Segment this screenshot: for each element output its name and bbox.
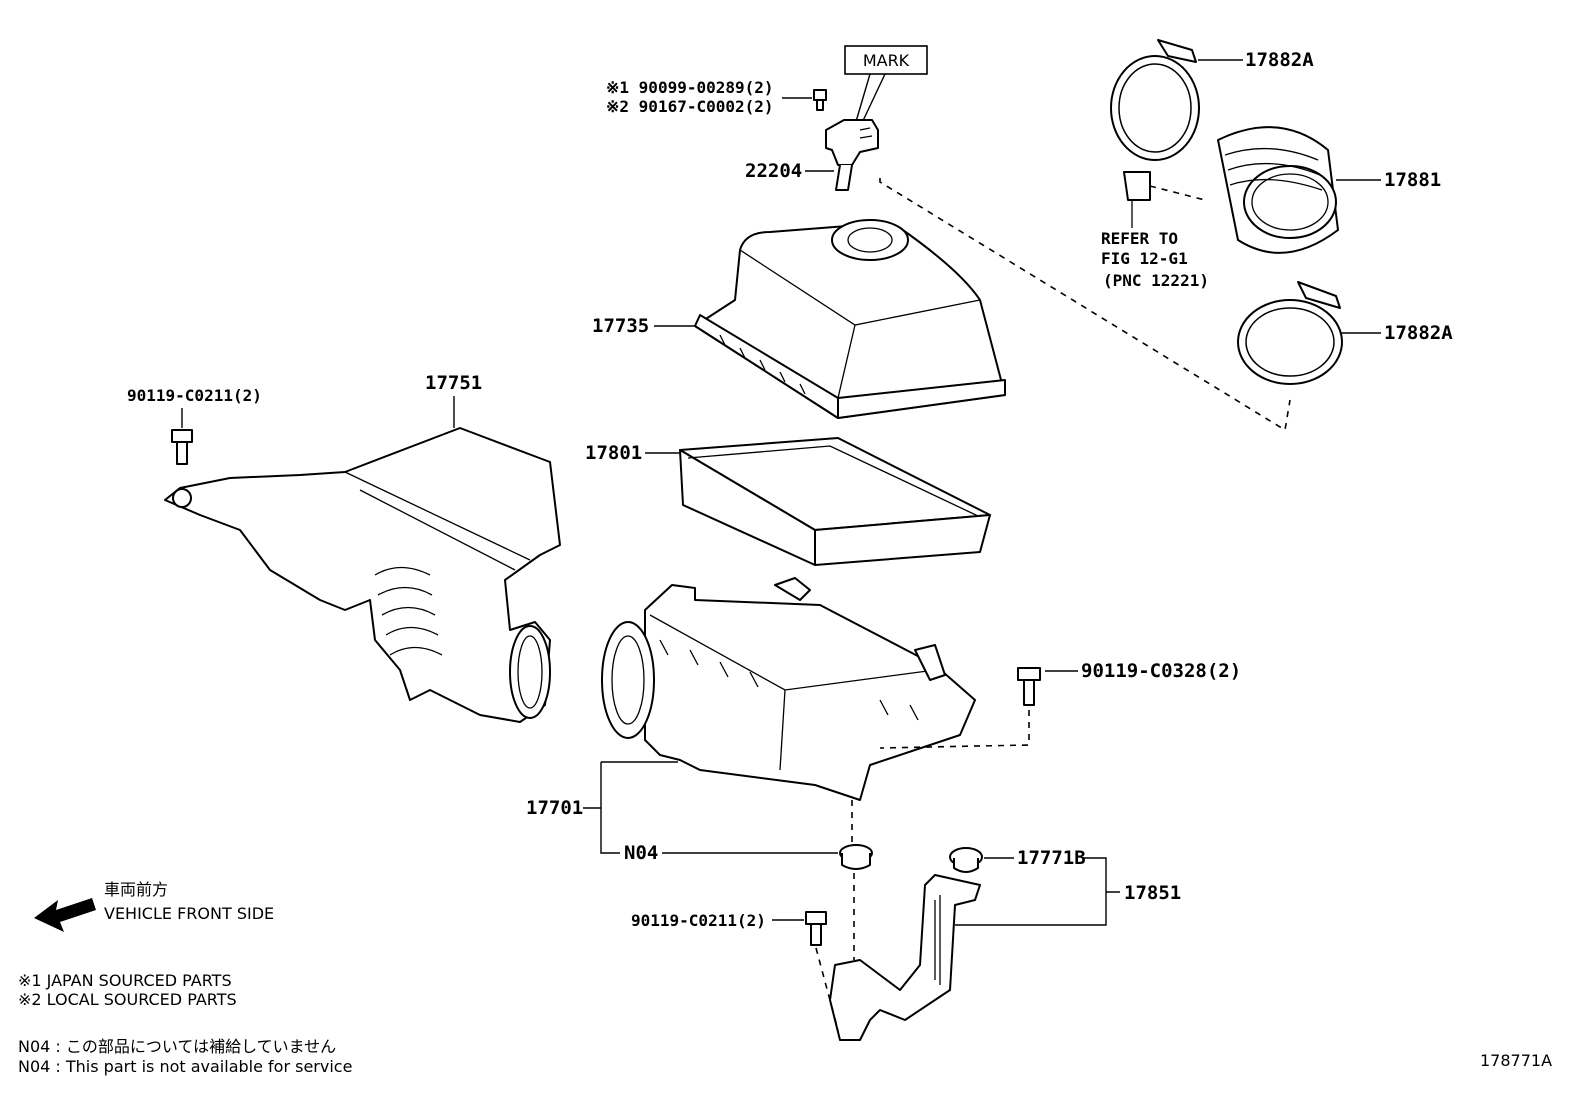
pcv-connector[interactable] (1123, 171, 1151, 228)
label-17882a-bottom: 17882A (1384, 322, 1453, 344)
legend-japan-parts: ※1 JAPAN SOURCED PARTS (18, 971, 232, 990)
screw-upper-fastener[interactable] (813, 89, 827, 111)
fastener-japan-label: ※1 90099-00289(2) (606, 78, 774, 97)
bolt-90119-c0328[interactable] (1017, 667, 1041, 706)
air-filter-element-17801[interactable] (679, 437, 991, 566)
label-17882a-top: 17882A (1245, 49, 1314, 71)
air-cleaner-cover-17735[interactable] (694, 219, 1006, 419)
mark-label: MARK (863, 51, 910, 70)
label-17801: 17801 (585, 442, 642, 464)
label-17751: 17751 (425, 372, 482, 394)
label-90119-c0328: 90119-C0328(2) (1081, 660, 1241, 682)
hose-clamp-17882a-bottom[interactable] (1237, 281, 1343, 385)
direction-english: VEHICLE FRONT SIDE (104, 904, 274, 923)
intake-duct-17751[interactable] (164, 427, 561, 723)
air-flow-sensor-22204[interactable] (825, 119, 879, 191)
label-n04: N04 (624, 842, 658, 864)
fastener-local-label: ※2 90167-C0002(2) (606, 97, 774, 116)
note-n04-english: N04 : This part is not available for ser… (18, 1057, 352, 1076)
mark-callout: MARK (844, 45, 928, 126)
arrow-left-icon (34, 898, 96, 932)
grommet-17771b[interactable] (949, 847, 983, 873)
label-17701: 17701 (526, 797, 583, 819)
legend-local-parts: ※2 LOCAL SOURCED PARTS (18, 990, 237, 1009)
label-22204: 22204 (745, 160, 802, 182)
note-n04-japanese: N04 : この部品については補給していません (18, 1037, 336, 1056)
refer-line3: (PNC 12221) (1103, 271, 1209, 290)
label-17851: 17851 (1124, 882, 1181, 904)
diagram-id: 178771A (1480, 1051, 1552, 1070)
refer-line2: FIG 12-G1 (1101, 249, 1188, 268)
bolt-90119-c0211-upper[interactable] (171, 429, 193, 465)
grommet-n04[interactable] (839, 844, 873, 870)
hose-clamp-17882a-top[interactable] (1110, 39, 1200, 161)
label-90119-c0211-lower: 90119-C0211(2) (631, 911, 766, 930)
intake-hose-17881[interactable] (1217, 126, 1339, 254)
label-90119-c0211-upper: 90119-C0211(2) (127, 386, 262, 405)
air-cleaner-case-17701[interactable] (601, 577, 976, 801)
bracket-17851[interactable] (829, 874, 981, 1041)
direction-japanese: 車両前方 (104, 880, 168, 899)
label-17881: 17881 (1384, 169, 1441, 191)
label-17771b: 17771B (1017, 847, 1086, 869)
label-17735: 17735 (592, 315, 649, 337)
refer-line1: REFER TO (1101, 229, 1178, 248)
bolt-90119-c0211-lower[interactable] (805, 911, 827, 946)
